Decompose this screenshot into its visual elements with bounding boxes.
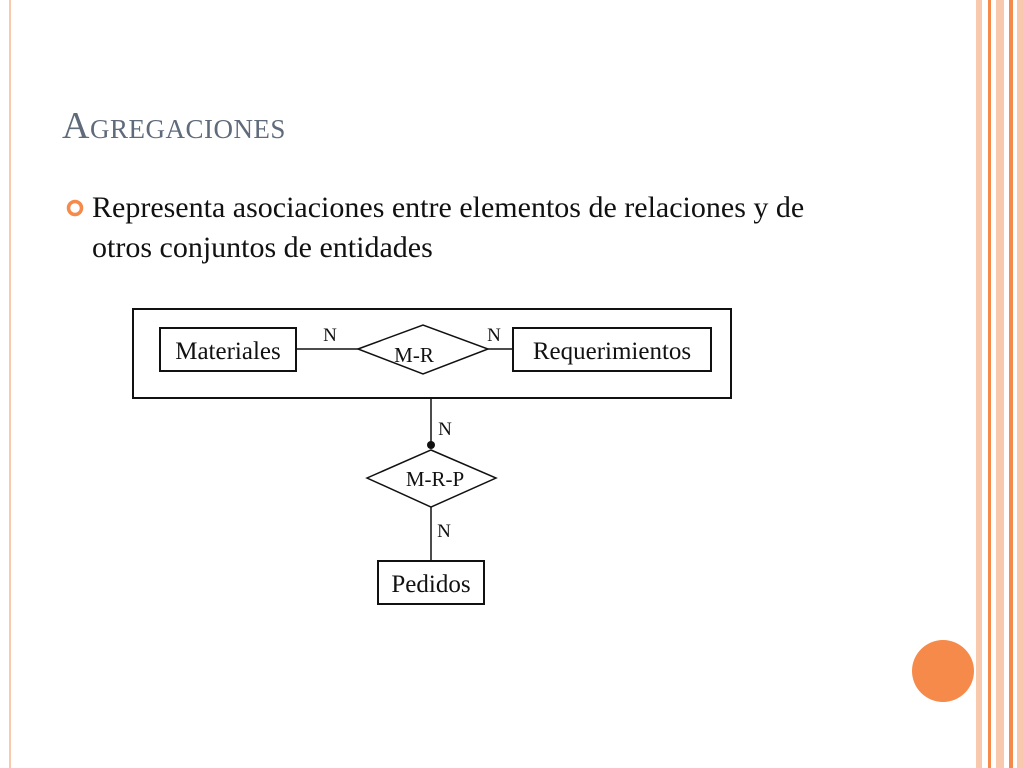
relationship-mr-label: M-R [394, 343, 434, 367]
left-accent-rule [9, 0, 11, 768]
er-aggregation-diagram: Materiales N M-R N Requerimientos N M-R-… [132, 308, 732, 605]
entity-pedidos-label: Pedidos [391, 571, 470, 598]
bullet-text: Representa asociaciones entre elementos … [92, 191, 805, 264]
right-band-3 [996, 0, 1004, 768]
card-mrp-pedidos: N [437, 521, 451, 542]
bullet-ring-shape [66, 199, 84, 217]
entity-materiales-box [159, 327, 297, 372]
right-band-1 [976, 0, 982, 768]
right-decorative-bands [976, 0, 1024, 768]
right-band-2 [988, 0, 991, 768]
relationship-mrp-diamond [365, 449, 498, 508]
card-aggregation-mrp: N [438, 419, 452, 440]
right-band-4 [1009, 0, 1013, 768]
aggregation-box [132, 308, 732, 399]
bullet-ring-icon [66, 199, 84, 217]
card-mr-requerimientos: N [487, 325, 501, 346]
decorative-orange-circle [912, 640, 974, 702]
entity-requerimientos-box [512, 327, 712, 372]
connector-dot [427, 441, 435, 449]
card-materiales-mr: N [323, 325, 337, 346]
entity-requerimientos-label: Requerimientos [533, 338, 691, 365]
slide-title: Agregaciones [62, 105, 286, 147]
relationship-mrp-label: M-R-P [406, 467, 464, 491]
entity-pedidos-box [377, 560, 485, 605]
right-band-5 [1017, 0, 1024, 768]
entity-materiales-label: Materiales [175, 338, 281, 365]
